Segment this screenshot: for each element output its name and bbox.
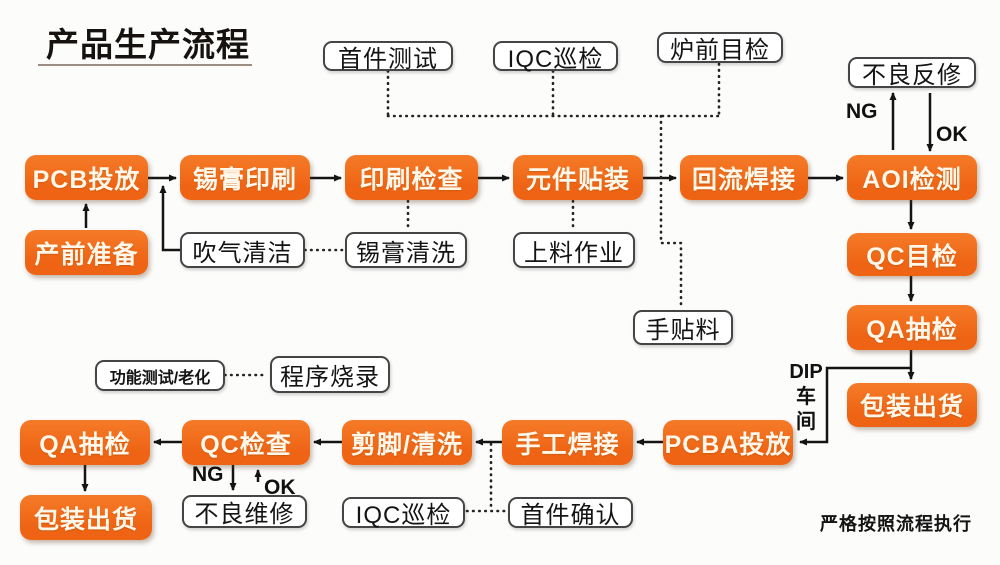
node-aoi-inspect: AOI检测 — [847, 155, 977, 200]
node-first-article-confirm: 首件确认 — [508, 497, 633, 529]
node-loading-work: 上料作业 — [513, 232, 635, 268]
node-hand-solder: 手工焊接 — [502, 420, 633, 465]
node-iqc-patrol-top: IQC巡检 — [493, 41, 618, 73]
node-pre-production: 产前准备 — [25, 230, 148, 275]
node-qa-sample-right: QA抽检 — [847, 305, 977, 350]
node-reflow-solder: 回流焊接 — [680, 155, 808, 200]
node-defect-rework: 不良反修 — [848, 57, 976, 89]
node-trim-clean: 剪脚/清洗 — [342, 420, 472, 465]
ng-label-top: NG — [846, 100, 878, 123]
node-program-burn: 程序烧录 — [270, 356, 390, 393]
node-pcba-feed: PCBA投放 — [663, 420, 793, 465]
node-component-mount: 元件贴装 — [513, 155, 643, 200]
node-furnace-visual: 炉前目检 — [657, 32, 783, 64]
dip-workshop-line3: 间 — [796, 411, 816, 433]
node-iqc-patrol-bottom: IQC巡检 — [342, 497, 465, 529]
ok-label-top: OK — [936, 123, 968, 146]
dip-workshop-line2: 车 — [796, 386, 816, 408]
node-paste-clean: 锡膏清洗 — [345, 232, 467, 268]
node-print-inspect: 印刷检查 — [345, 155, 478, 200]
node-packing-ship-right: 包装出货 — [847, 383, 977, 427]
title-underline — [38, 64, 252, 66]
node-packing-ship-bottom: 包装出货 — [20, 495, 152, 540]
node-pcb-feed: PCB投放 — [25, 155, 148, 200]
arrow-airclean-join — [159, 185, 180, 252]
dip-workshop-label: DIP 车 间 — [786, 360, 826, 435]
dotted-bus-to-handmaterial — [659, 114, 683, 309]
page-title: 产品生产流程 — [46, 26, 250, 63]
node-hand-material: 手贴料 — [633, 310, 733, 345]
node-qc-visual: QC目检 — [847, 233, 977, 276]
node-qa-sample-bottom: QA抽检 — [20, 420, 150, 465]
node-air-clean: 吹气清洁 — [180, 232, 305, 268]
node-solder-paste-print: 锡膏印刷 — [180, 155, 310, 200]
node-function-test-aging: 功能测试/老化 — [95, 360, 225, 391]
ng-label-bottom: NG — [192, 463, 224, 486]
ok-label-bottom: OK — [264, 476, 296, 499]
footer-note: 严格按照流程执行 — [820, 514, 972, 534]
node-qc-inspect: QC检查 — [182, 420, 310, 465]
dip-workshop-line1: DIP — [789, 361, 823, 383]
node-first-article-test: 首件测试 — [323, 41, 453, 73]
node-defect-repair: 不良维修 — [182, 495, 307, 528]
